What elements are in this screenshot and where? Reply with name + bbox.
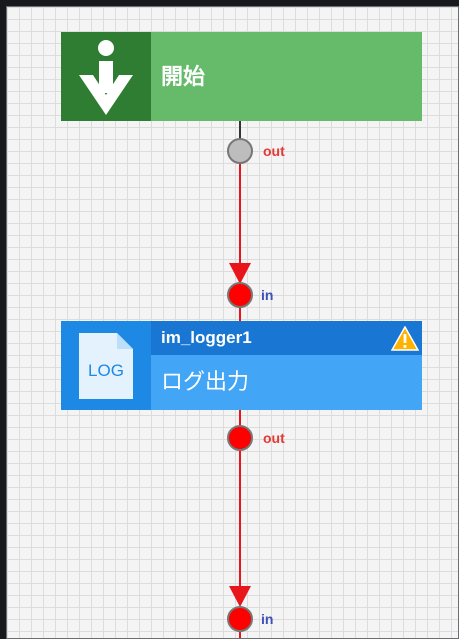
next-in-port[interactable] [227, 606, 253, 632]
start-node-label: 開始 [161, 64, 206, 89]
arrow-down-icon [79, 40, 133, 115]
log-icon-text: LOG [88, 361, 124, 380]
logger-node-id: im_logger1 [161, 328, 252, 347]
connector-arrowhead [229, 586, 251, 607]
logger-node-icon-cell: LOG [61, 321, 151, 410]
connector-arrowhead [229, 263, 251, 284]
logger-in-port-label: in [261, 287, 274, 303]
start-out-port-label: out [263, 143, 285, 159]
logger-node[interactable]: LOG im_logger1 ログ出力 [61, 321, 422, 410]
warning-icon[interactable] [391, 326, 419, 351]
log-file-icon: LOG [79, 333, 133, 399]
logger-out-port-label: out [263, 430, 285, 446]
start-node[interactable]: 開始 [61, 32, 422, 121]
flow-canvas[interactable]: out in out in 開始 LOG im_logger1 [6, 6, 459, 639]
next-in-port-label: in [261, 611, 274, 627]
logger-node-label: ログ出力 [161, 369, 250, 394]
start-node-icon-cell [61, 32, 151, 121]
logger-node-header [151, 321, 422, 355]
connections-layer [227, 121, 253, 638]
start-out-port[interactable] [227, 138, 253, 164]
logger-in-port[interactable] [227, 282, 253, 308]
logger-out-port[interactable] [227, 425, 253, 451]
